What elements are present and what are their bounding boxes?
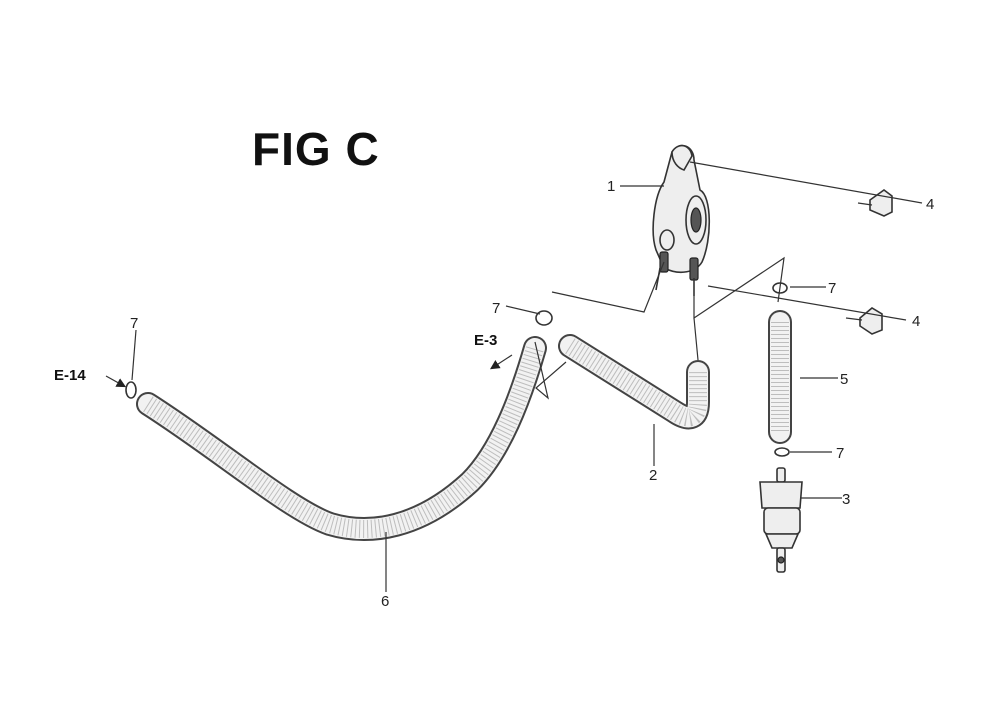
callout-7-left: 7: [130, 315, 138, 332]
connection-line-right: [693, 256, 785, 361]
connection-line-left: [534, 341, 567, 400]
callout-6: 6: [381, 593, 389, 610]
callout-2: 2: [649, 467, 657, 484]
callout-7-right-lower: 7: [836, 445, 844, 462]
reference-e3: E-3: [474, 332, 497, 349]
figure-title: FIG C: [252, 123, 380, 175]
clip-mid: [535, 310, 553, 326]
hose-6: [136, 336, 547, 541]
callout-1: 1: [607, 178, 615, 195]
reference-e3-arrow: [489, 354, 513, 370]
callout-5: 5: [840, 371, 848, 388]
bolt-upper: [857, 189, 893, 217]
bolt-lower: [845, 307, 883, 335]
fuel-filter: [759, 467, 803, 573]
clip-left: [125, 381, 137, 399]
connection-line-mid: [551, 261, 665, 313]
callout-3: 3: [842, 491, 850, 508]
callout-4-upper: 4: [926, 196, 934, 213]
callout-7-right-upper: 7: [828, 280, 836, 297]
hose-2: [558, 334, 710, 430]
reference-e14: E-14: [54, 367, 86, 384]
leader-lines: [131, 161, 923, 592]
clip-right-lower: [774, 447, 790, 457]
callout-7-mid: 7: [492, 300, 500, 317]
callout-4-lower: 4: [912, 313, 920, 330]
reference-e14-arrow: [105, 375, 127, 388]
fuel-pump: [652, 144, 711, 296]
